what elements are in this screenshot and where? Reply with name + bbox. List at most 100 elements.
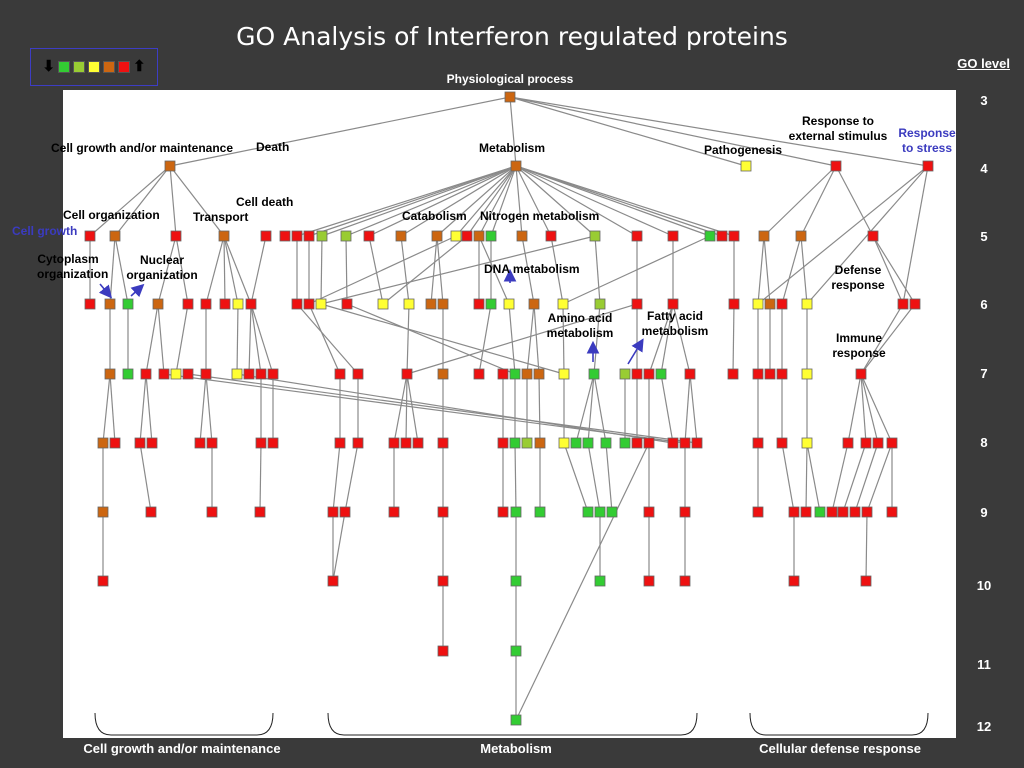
graph-edge [368,235,384,305]
graph-edge [842,442,867,513]
go-term-node-level-9 [206,506,218,518]
graph-edge [515,165,552,237]
graph-edge [533,303,540,375]
graph-edge [308,235,457,305]
graph-edge [114,235,129,305]
legend-swatch-green [58,61,70,73]
graph-edge [332,442,341,513]
group-brace [749,712,929,736]
graph-edge [781,442,795,513]
go-term-node-level-9 [886,506,898,518]
label-cytoplasm-organization: Cytoplasm organization [37,252,108,282]
go-term-node-level-5 [667,230,679,242]
go-term-node-level-9 [254,506,266,518]
graph-edge [763,165,837,237]
go-term-node-level-9 [510,506,522,518]
go-term-node-level-9 [534,506,546,518]
go-term-node-level-9 [97,506,109,518]
go-term-node-level-5 [758,230,770,242]
go-term-node-level-4 [922,160,934,172]
graph-edge [835,165,874,237]
go-term-node-level-8 [97,437,109,449]
go-level-11: 11 [977,657,991,672]
go-term-node-level-6 [485,298,497,310]
go-term-node-level-5 [631,230,643,242]
go-term-node-level-7 [267,368,279,380]
go-term-node-level-8 [146,437,158,449]
go-level-4: 4 [980,161,988,176]
go-term-node-level-9 [814,506,826,518]
graph-edge [575,373,595,444]
go-term-node-level-7 [533,368,545,380]
label-catabolism: Catabolism [402,209,467,223]
go-term-node-level-7 [684,368,696,380]
go-term-node-level-5 [431,230,443,242]
graph-edge [515,165,674,237]
go-term-node-level-5 [109,230,121,242]
graph-edge [382,235,468,305]
go-term-node-level-6 [245,298,257,310]
go-term-node-level-6 [104,298,116,310]
go-term-node-level-9 [327,506,339,518]
graph-edge [757,165,929,305]
go-term-node-level-12 [510,714,522,726]
graph-edge [806,165,929,305]
go-term-node-level-7 [122,368,134,380]
go-term-node-level-8 [255,437,267,449]
go-term-node-level-8 [334,437,346,449]
graph-nodes [84,91,934,726]
label-defense-line2: response [831,278,885,292]
graph-edge [308,165,517,237]
go-term-node-level-11 [510,645,522,657]
go-term-node-level-6 [315,298,327,310]
go-term-node-level-6 [594,298,606,310]
graph-edge [831,442,849,513]
go-term-node-level-8 [509,437,521,449]
graph-edge [406,373,419,444]
graph-edge [400,235,410,305]
go-level-heading: GO level [957,56,1010,71]
go-term-node-level-5 [716,230,728,242]
legend-swatch-lightgreen [73,61,85,73]
graph-edge [345,165,517,237]
go-term-node-level-6 [909,298,921,310]
graph-edge [854,442,879,513]
graph-edge [478,303,492,375]
label-fatty-acid-line1: Fatty acid [646,309,703,323]
label-response-external-line2: external stimulus [788,129,888,143]
label-response-external-line1: Response to [801,114,874,128]
graph-edge [157,235,177,305]
graph-edge [332,511,346,582]
go-term-node-level-6 [752,298,764,310]
go-graph-panel: Cell growth and/or maintenance Death Met… [37,90,956,738]
label-cell-growth-maintenance: Cell growth and/or maintenance [51,141,234,155]
go-term-node-level-3 [504,91,516,103]
go-term-node-level-6 [667,298,679,310]
go-term-node-level-7 [619,368,631,380]
go-graph [84,91,934,736]
go-term-node-level-8 [643,437,655,449]
go-term-node-level-8 [582,437,594,449]
go-term-node-level-5 [170,230,182,242]
graph-edge [515,165,723,237]
go-term-node-level-10 [97,575,109,587]
graph-edge [872,235,904,305]
go-term-node-level-8 [534,437,546,449]
go-term-node-level-6 [557,298,569,310]
graph-edge [684,373,691,444]
graph-edge [732,303,735,375]
go-term-node-level-5 [363,230,375,242]
go-term-node-level-9 [788,506,800,518]
go-term-node-level-9 [849,506,861,518]
graph-edge [562,235,711,305]
go-term-node-level-7 [655,368,667,380]
graph-edge [102,373,111,444]
go-term-node-level-8 [776,437,788,449]
graph-edge [139,442,152,513]
go-term-node-level-10 [679,575,691,587]
go-term-node-level-8 [388,437,400,449]
label-amino-acid-line1: Amino acid [547,311,613,325]
go-term-node-level-8 [691,437,703,449]
go-term-node-level-7 [255,368,267,380]
go-term-node-level-9 [145,506,157,518]
